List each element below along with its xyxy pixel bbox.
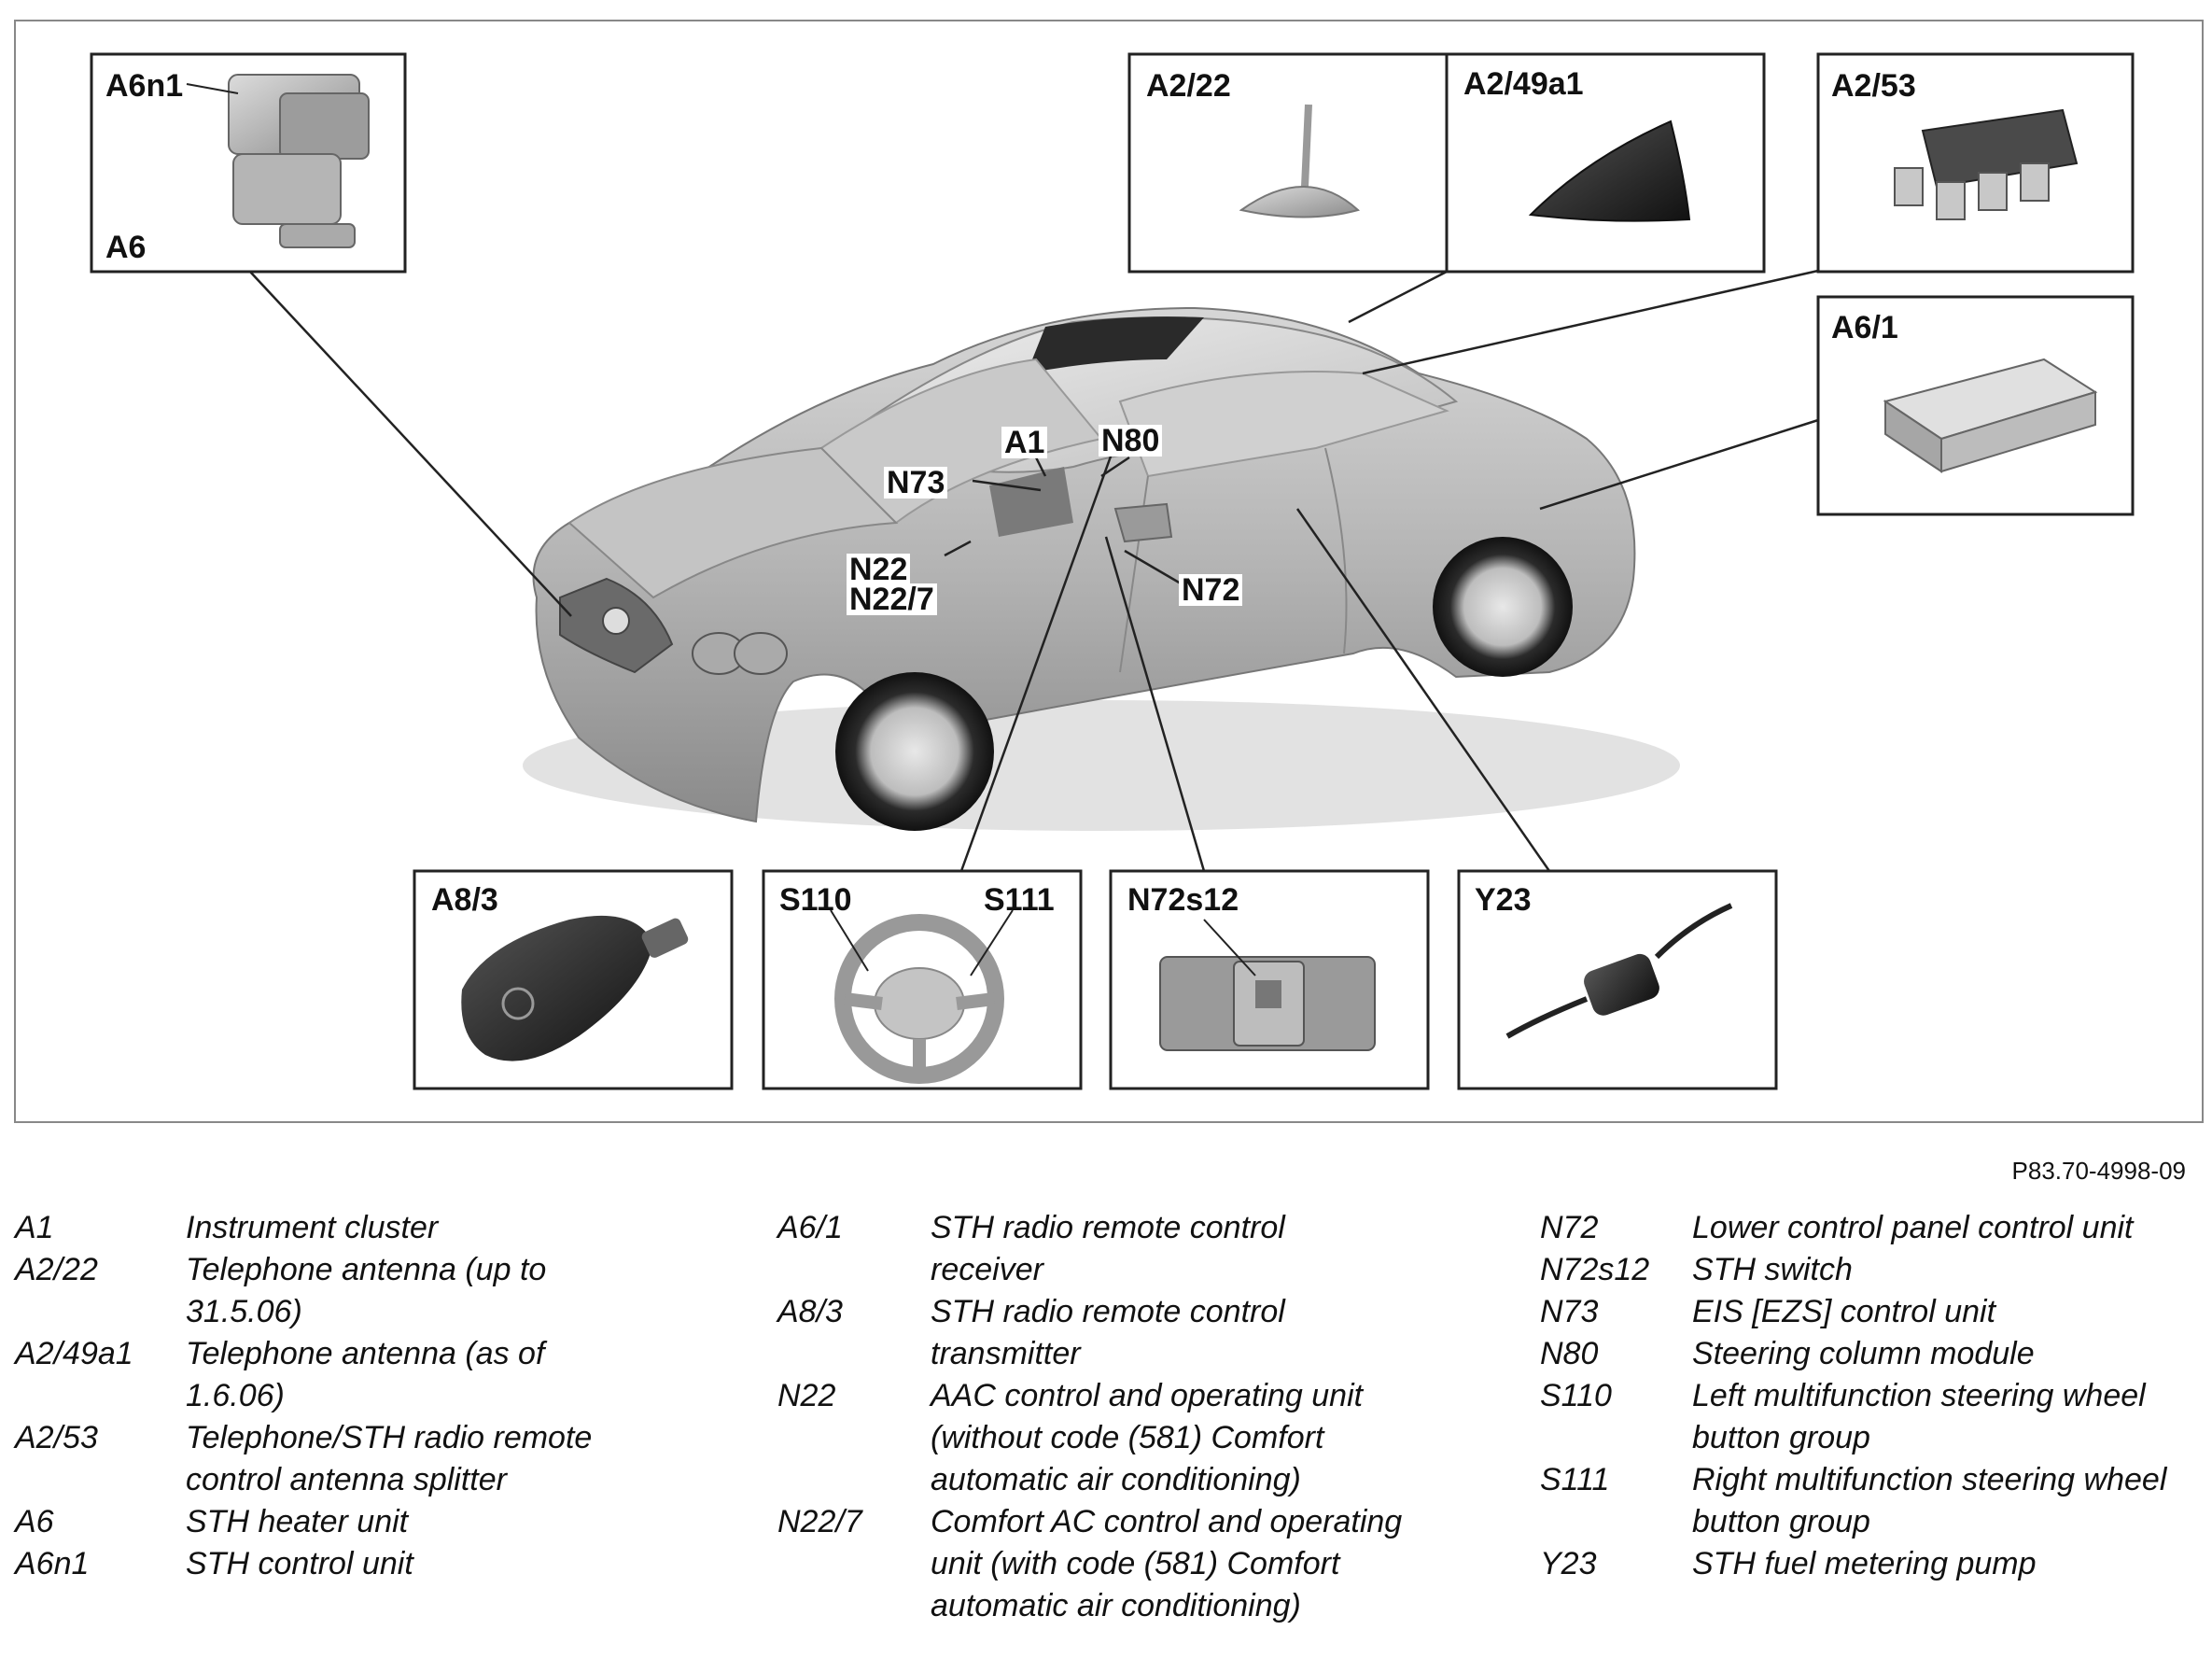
label-y23: Y23 [1475, 882, 1532, 918]
legend-column-3: N72 Lower control panel control unit N72s… [1540, 1207, 2203, 1585]
antenna-splitter-illustration [1894, 108, 2079, 220]
box-a222 [1127, 52, 1449, 274]
label-a83: A8/3 [431, 882, 498, 918]
label-a6n1: A6n1 [105, 68, 184, 104]
legend-desc: Telephone antenna (as of 1.6.06) [186, 1336, 545, 1413]
legend-item: A8/3 STH radio remote control transmitter [777, 1291, 1431, 1375]
legend-code: A2/22 [15, 1252, 98, 1287]
component-location-diagram [14, 20, 2204, 1123]
legend-code: N72s12 [1540, 1252, 1650, 1287]
label-n22: N22 [847, 554, 911, 585]
legend-code: N22 [777, 1378, 836, 1413]
legend-desc: STH control unit [186, 1546, 413, 1581]
rod-antenna-illustration [1239, 104, 1361, 218]
sth-switch-illustration [1159, 919, 1376, 1051]
legend-code: A2/49a1 [15, 1336, 133, 1371]
legend-code: S110 [1540, 1378, 1612, 1413]
legend-desc: Instrument cluster [186, 1210, 439, 1245]
label-n22-7: N22/7 [847, 583, 937, 615]
label-n72: N72 [1179, 574, 1243, 606]
legend-item: A6 STH heater unit [15, 1501, 650, 1543]
label-s110: S110 [779, 882, 852, 918]
shark-fin-antenna-illustration [1528, 119, 1691, 222]
legend-item: N73 EIS [EZS] control unit [1540, 1291, 2203, 1333]
legend-desc: Telephone antenna (up to 31.5.06) [186, 1252, 547, 1329]
legend-code: A6n1 [15, 1546, 90, 1581]
car-illustration [523, 306, 1680, 831]
legend-item: Y23 STH fuel metering pump [1540, 1543, 2203, 1585]
legend-item: N80 Steering column module [1540, 1333, 2203, 1375]
legend-code: A2/53 [15, 1420, 98, 1455]
label-a61: A6/1 [1831, 310, 1898, 345]
legend-item: N72 Lower control panel control unit [1540, 1207, 2203, 1249]
legend-code: N22/7 [777, 1504, 862, 1539]
leader-lines [249, 269, 1819, 872]
label-s111: S111 [984, 882, 1055, 918]
legend-desc: AAC control and operating unit (without … [931, 1378, 1364, 1497]
legend-item: N22 AAC control and operating unit (witho… [777, 1375, 1431, 1501]
legend-item: A1 Instrument cluster [15, 1207, 650, 1249]
receiver-module-illustration [1883, 358, 2098, 473]
legend-desc: Comfort AC control and operating unit (w… [931, 1504, 1403, 1623]
label-a1: A1 [1001, 427, 1048, 458]
legend-desc: STH switch [1692, 1252, 1853, 1287]
legend-code: N72 [1540, 1210, 1599, 1245]
legend-code: A6/1 [777, 1210, 843, 1245]
legend-desc: Steering column module [1692, 1336, 2035, 1371]
legend-desc: EIS [EZS] control unit [1692, 1294, 1996, 1329]
legend-desc: STH fuel metering pump [1692, 1546, 2037, 1581]
reference-code: P83.70-4998-09 [2011, 1157, 2186, 1185]
label-a253: A2/53 [1831, 68, 1916, 104]
legend-code: A1 [15, 1210, 54, 1245]
legend-desc: Left multifunction steering wheel button… [1692, 1378, 2146, 1455]
legend-item: S110 Left multifunction steering wheel bu… [1540, 1375, 2203, 1459]
label-a222: A2/22 [1146, 68, 1231, 104]
legend-item: A6n1 STH control unit [15, 1543, 650, 1585]
legend-code: N73 [1540, 1294, 1599, 1329]
legend-item: N22/7 Comfort AC control and operating un… [777, 1501, 1431, 1627]
label-n72s12: N72s12 [1127, 882, 1239, 918]
legend-code: Y23 [1540, 1546, 1597, 1581]
legend-desc: STH heater unit [186, 1504, 409, 1539]
legend-code: S111 [1540, 1462, 1610, 1497]
legend-item: S111 Right multifunction steering wheel b… [1540, 1459, 2203, 1543]
legend-item: A2/49a1 Telephone antenna (as of 1.6.06) [15, 1333, 650, 1417]
legend-code: N80 [1540, 1336, 1599, 1371]
label-a6: A6 [105, 230, 147, 265]
legend-item: A2/22 Telephone antenna (up to 31.5.06) [15, 1249, 650, 1333]
heater-unit-illustration [186, 74, 370, 248]
label-a249a1: A2/49a1 [1463, 66, 1584, 102]
legend-item: N72s12 STH switch [1540, 1249, 2203, 1291]
steering-wheel-illustration [830, 909, 1014, 1084]
legend-code: A8/3 [777, 1294, 843, 1329]
legend-column-2: A6/1 STH radio remote control receiver A8… [777, 1207, 1431, 1627]
legend-item: A6/1 STH radio remote control receiver [777, 1207, 1431, 1291]
legend-desc: Telephone/STH radio remote control anten… [186, 1420, 593, 1497]
legend-code: A6 [15, 1504, 54, 1539]
fuel-pump-illustration [1505, 903, 1733, 1039]
legend-desc: STH radio remote control transmitter [931, 1294, 1285, 1371]
legend-desc: Right multifunction steering wheel butto… [1692, 1462, 2167, 1539]
legend-desc: Lower control panel control unit [1692, 1210, 2134, 1245]
legend-desc: STH radio remote control receiver [931, 1210, 1285, 1287]
label-n80: N80 [1099, 425, 1163, 457]
remote-key-illustration [461, 915, 689, 1061]
legend-item: A2/53 Telephone/STH radio remote control … [15, 1417, 650, 1501]
label-n73: N73 [884, 467, 948, 499]
